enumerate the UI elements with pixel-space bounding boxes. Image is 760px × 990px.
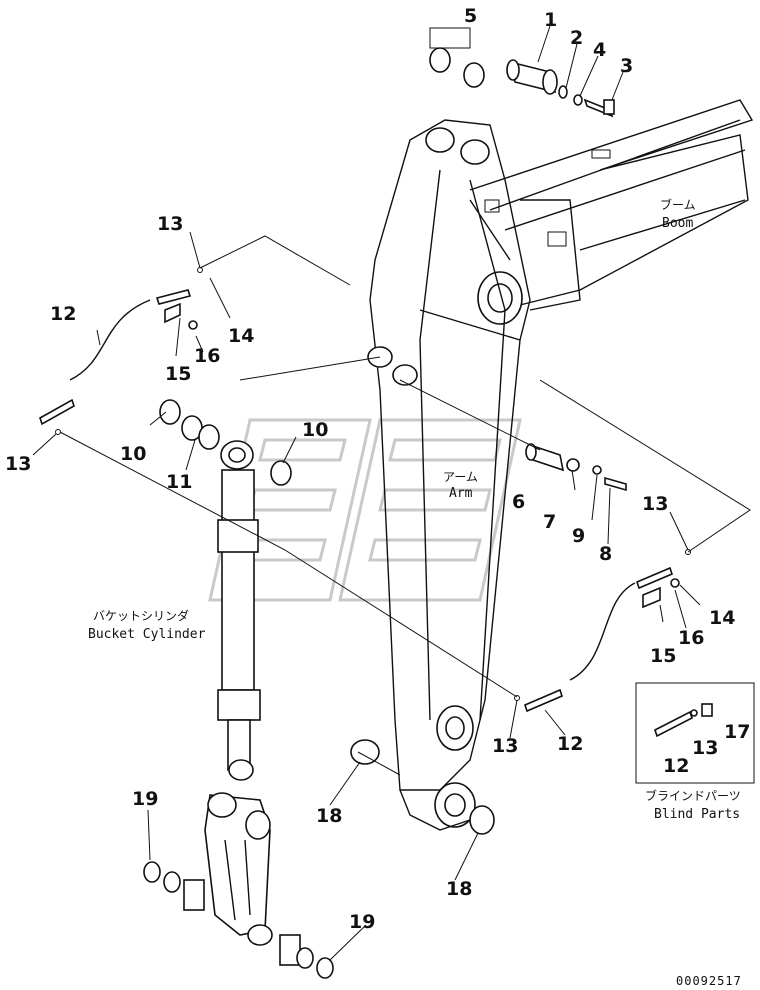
blind-parts-label-jp: ブラインドパーツ	[645, 788, 741, 803]
callout-14: 14	[228, 325, 254, 347]
callout-10: 10	[120, 443, 146, 465]
grease-fitting-left	[39, 267, 203, 435]
callout-11: 11	[166, 471, 192, 493]
callout-12: 12	[50, 303, 76, 325]
callout-13: 13	[492, 735, 518, 757]
callout-13: 13	[5, 453, 31, 475]
callout-2: 2	[570, 27, 583, 49]
leader-lines	[32, 25, 751, 961]
boom-label-en: Boom	[662, 216, 693, 231]
callout-1: 1	[544, 9, 557, 31]
oring-18a	[350, 739, 380, 765]
callout-16: 16	[194, 345, 220, 367]
boom-label-jp: ブーム	[660, 197, 696, 212]
callout-12: 12	[663, 755, 689, 777]
bucket-cylinder-label-jp: バケットシリンダ	[93, 608, 189, 623]
bolt-8	[604, 476, 627, 492]
callout-12: 12	[557, 733, 583, 755]
oring-18b	[469, 805, 495, 835]
callout-15: 15	[650, 645, 676, 667]
callout-7: 7	[543, 511, 556, 533]
seal-19a	[143, 861, 161, 883]
callout-10: 10	[302, 419, 328, 441]
shim-10a	[159, 399, 181, 425]
callout-6: 6	[512, 491, 525, 513]
bucket-cylinder-label-en: Bucket Cylinder	[88, 627, 206, 642]
bolt-3	[583, 98, 615, 118]
seal-19b	[316, 957, 334, 979]
watermark-logo	[208, 418, 522, 602]
callout-13: 13	[692, 737, 718, 759]
callout-18: 18	[316, 805, 342, 827]
plate-7	[566, 458, 580, 472]
callout-14: 14	[709, 607, 735, 629]
callout-13: 13	[642, 493, 668, 515]
boom	[469, 99, 754, 325]
callout-16: 16	[678, 627, 704, 649]
callout-4: 4	[593, 39, 606, 61]
bucket-link	[204, 792, 273, 946]
pin-6	[525, 443, 565, 472]
shim-11b	[198, 424, 220, 450]
grease-fitting-right	[514, 549, 691, 713]
part-name-labels: ブーム Boom アーム Arm バケットシリンダ Bucket Cylinde…	[88, 197, 741, 822]
washer-9	[592, 465, 602, 475]
callout-17: 17	[724, 721, 750, 743]
plate-2	[558, 85, 568, 99]
pin-1	[506, 59, 558, 95]
callout-13: 13	[157, 213, 183, 235]
arm	[367, 119, 531, 831]
blind-parts-label-en: Blind Parts	[654, 807, 740, 822]
callout-9: 9	[572, 525, 585, 547]
callout-numbers: 5 1 2 4 3 13 12 14 16 15 10 10 13 11 6 1…	[5, 5, 750, 933]
blind-parts-box	[635, 682, 755, 784]
bucket-cylinder	[217, 440, 261, 781]
bushing-d	[296, 947, 314, 969]
callout-15: 15	[165, 363, 191, 385]
arm-label-en: Arm	[449, 486, 473, 501]
shim-10b	[270, 460, 292, 486]
shims-5	[429, 47, 485, 88]
bushing-a	[163, 871, 181, 893]
callout-19: 19	[132, 788, 158, 810]
drawing-code: 00092517	[676, 974, 742, 988]
bushing-b	[183, 879, 205, 911]
callout-18: 18	[446, 878, 472, 900]
callout-19: 19	[349, 911, 375, 933]
washer-4	[573, 94, 583, 106]
arm-label-jp: アーム	[443, 470, 478, 484]
callout-3: 3	[620, 55, 633, 77]
callout-8: 8	[599, 543, 612, 565]
callout-5: 5	[464, 5, 477, 27]
